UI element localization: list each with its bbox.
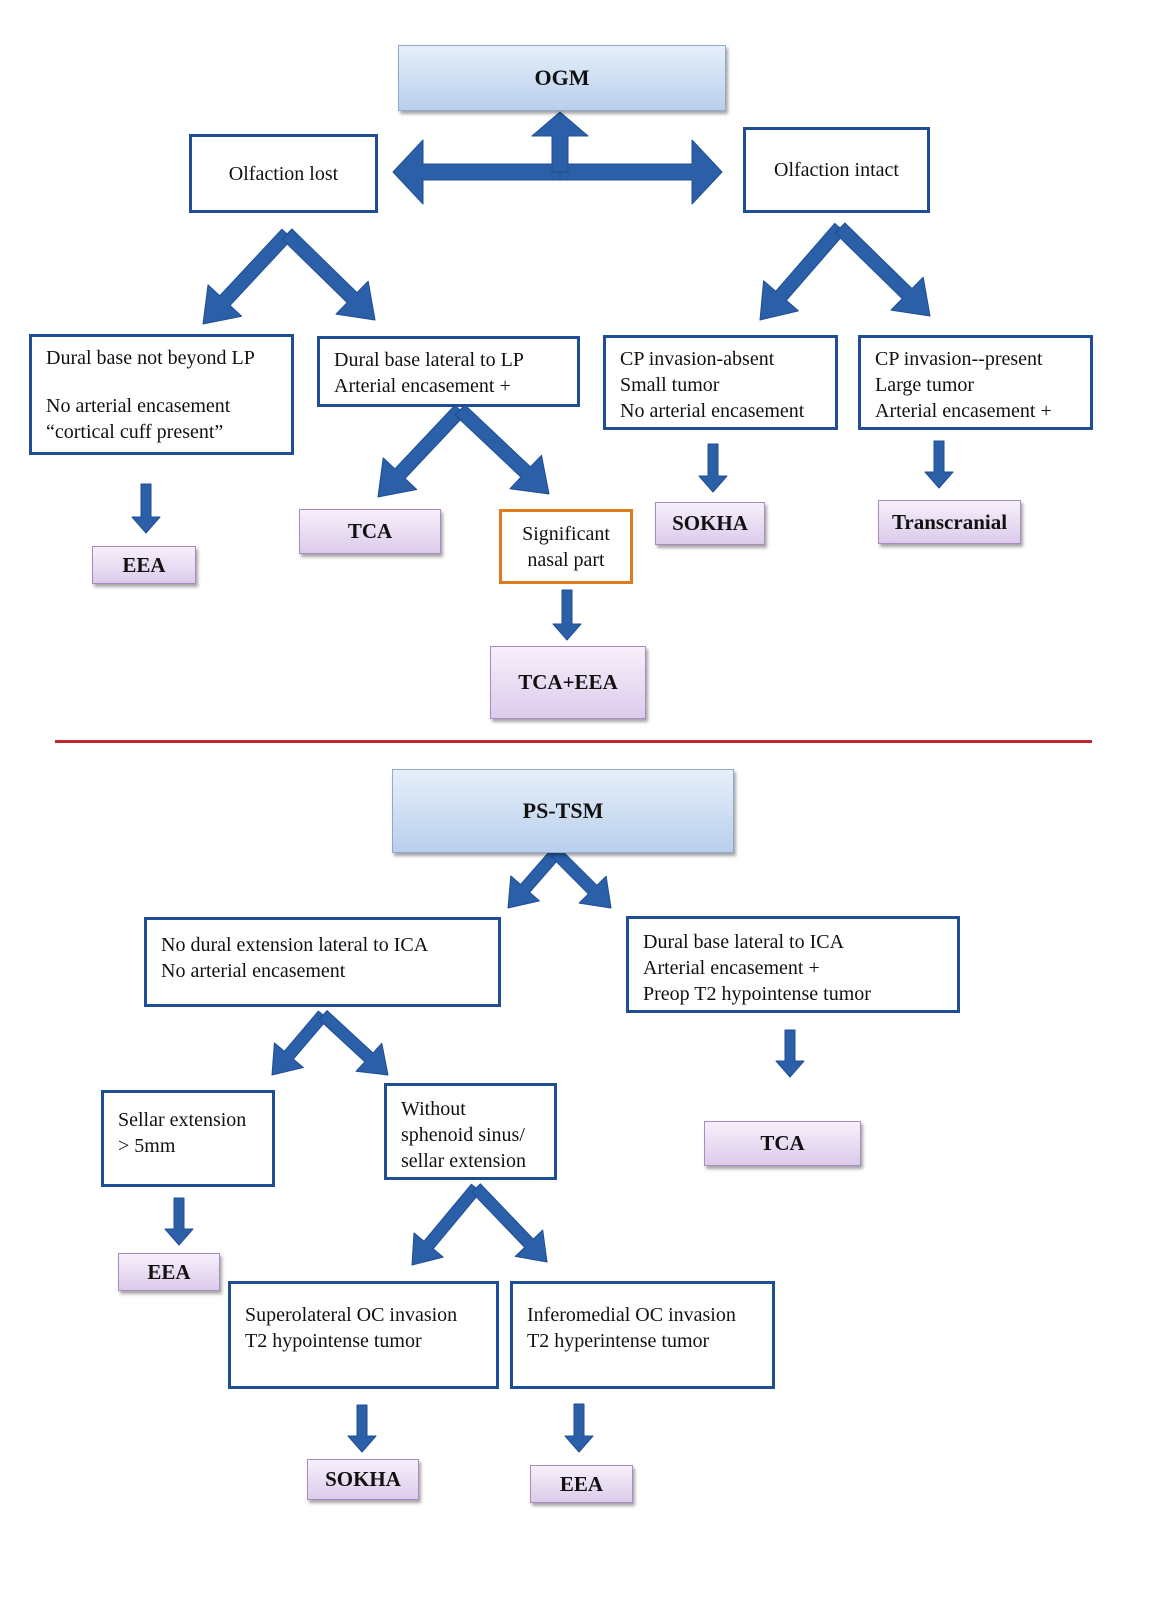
- down-arrow-transcranial: [924, 440, 954, 489]
- sellar-extension-box: Sellar extension > 5mm: [101, 1090, 275, 1187]
- box-line: No dural extension lateral to ICA: [161, 934, 429, 956]
- no-dural-split-left-arrow: [271, 1010, 329, 1076]
- box-line: CP invasion-absent: [620, 348, 775, 370]
- inferomedial-oc-box: Inferomedial OC invasion T2 hyperintense…: [510, 1281, 775, 1389]
- olfaction-lost-split-right-arrow: [281, 228, 376, 321]
- pstsm-split-right-arrow: [551, 848, 612, 909]
- box-line: Superolateral OC invasion: [245, 1304, 458, 1326]
- box-line: T2 hypointense tumor: [245, 1330, 422, 1352]
- significant-nasal-box: Significant nasal part: [499, 509, 633, 584]
- down-arrow-eea-left: [164, 1197, 194, 1246]
- down-arrow-sokha: [347, 1404, 377, 1453]
- olfaction-intact-label: Olfaction intact: [774, 159, 899, 181]
- box-line: “cortical cuff present”: [46, 421, 224, 443]
- box-line: Dural base not beyond LP: [46, 347, 255, 369]
- ogm-connector-up-arrow: [531, 111, 589, 173]
- dural-lateral-split-right-arrow: [454, 404, 550, 495]
- dural-lateral-ica-box: Dural base lateral to ICA Arterial encas…: [626, 916, 960, 1013]
- without-sphenoid-split-left-arrow: [411, 1183, 482, 1266]
- box-line: No arterial encasement: [161, 960, 346, 982]
- box-line: Without: [401, 1098, 466, 1120]
- box-line: Inferomedial OC invasion: [527, 1304, 736, 1326]
- ogm-outcome-transcranial: Transcranial: [878, 500, 1021, 544]
- ogm-outcome-tca: TCA: [299, 509, 441, 554]
- olfaction-intact-split-right-arrow: [834, 222, 931, 317]
- box-line: > 5mm: [118, 1135, 176, 1157]
- no-dural-split-right-arrow: [318, 1010, 389, 1076]
- box-line: Small tumor: [620, 374, 720, 396]
- down-arrow-sokha: [698, 443, 728, 493]
- box-line: Dural base lateral to ICA: [643, 931, 845, 953]
- box-line: T2 hyperintense tumor: [527, 1330, 710, 1352]
- ogm-connector-right-arrow: [559, 139, 723, 205]
- dural-lateral-split-left-arrow: [377, 404, 466, 498]
- olfaction-lost-box: Olfaction lost: [189, 134, 378, 213]
- ogm-header: OGM: [398, 45, 726, 111]
- box-line: Preop T2 hypointense tumor: [643, 983, 871, 1005]
- pstsm-split-left-arrow: [507, 848, 561, 909]
- box-line: Dural base lateral to LP: [334, 349, 524, 371]
- olfaction-intact-split-left-arrow: [759, 222, 846, 321]
- box-line: Sellar extension: [118, 1109, 247, 1131]
- box-line: Significant: [522, 522, 610, 545]
- pstsm-outcome-tca: TCA: [704, 1121, 861, 1166]
- box-line: Large tumor: [875, 374, 975, 396]
- dural-lateral-lp-box: Dural base lateral to LP Arterial encase…: [317, 336, 580, 407]
- box-line: CP invasion--present: [875, 348, 1043, 370]
- ogm-outcome-sokha: SOKHA: [655, 502, 765, 545]
- cp-invasion-absent-box: CP invasion-absent Small tumor No arteri…: [603, 335, 838, 430]
- section-divider: [55, 740, 1092, 743]
- box-line: Arterial encasement +: [643, 957, 820, 979]
- pstsm-outcome-sokha: SOKHA: [307, 1459, 419, 1500]
- box-line: sphenoid sinus/: [401, 1124, 525, 1146]
- box-line: Arterial encasement +: [334, 375, 511, 397]
- down-arrow-tca: [775, 1029, 805, 1078]
- box-line: [46, 371, 277, 393]
- without-sphenoid-split-right-arrow: [471, 1183, 548, 1263]
- down-arrow-tca-eea: [552, 589, 582, 641]
- down-arrow-eea: [131, 483, 161, 534]
- ogm-outcome-eea: EEA: [92, 546, 196, 584]
- ogm-outcome-tca-eea: TCA+EEA: [490, 646, 646, 719]
- down-arrow-eea-bottom: [564, 1403, 594, 1453]
- pstsm-outcome-eea-bottom: EEA: [530, 1465, 633, 1503]
- box-line: No arterial encasement: [620, 400, 805, 422]
- dural-not-beyond-lp-box: Dural base not beyond LP No arterial enc…: [29, 334, 294, 455]
- without-sphenoid-box: Without sphenoid sinus/ sellar extension: [384, 1083, 557, 1180]
- cp-invasion-present-box: CP invasion--present Large tumor Arteria…: [858, 335, 1093, 430]
- pstsm-header: PS-TSM: [392, 769, 734, 853]
- box-line: No arterial encasement: [46, 395, 231, 417]
- no-dural-extension-box: No dural extension lateral to ICA No art…: [144, 917, 501, 1007]
- olfaction-lost-split-left-arrow: [202, 228, 293, 325]
- pstsm-outcome-eea-left: EEA: [118, 1253, 220, 1291]
- box-line: Arterial encasement +: [875, 400, 1052, 422]
- box-line: nasal part: [527, 548, 605, 571]
- superolateral-oc-box: Superolateral OC invasion T2 hypointense…: [228, 1281, 499, 1389]
- box-line: sellar extension: [401, 1150, 526, 1172]
- olfaction-intact-box: Olfaction intact: [743, 127, 930, 213]
- ogm-connector-left-arrow: [392, 139, 561, 205]
- olfaction-lost-label: Olfaction lost: [228, 162, 339, 185]
